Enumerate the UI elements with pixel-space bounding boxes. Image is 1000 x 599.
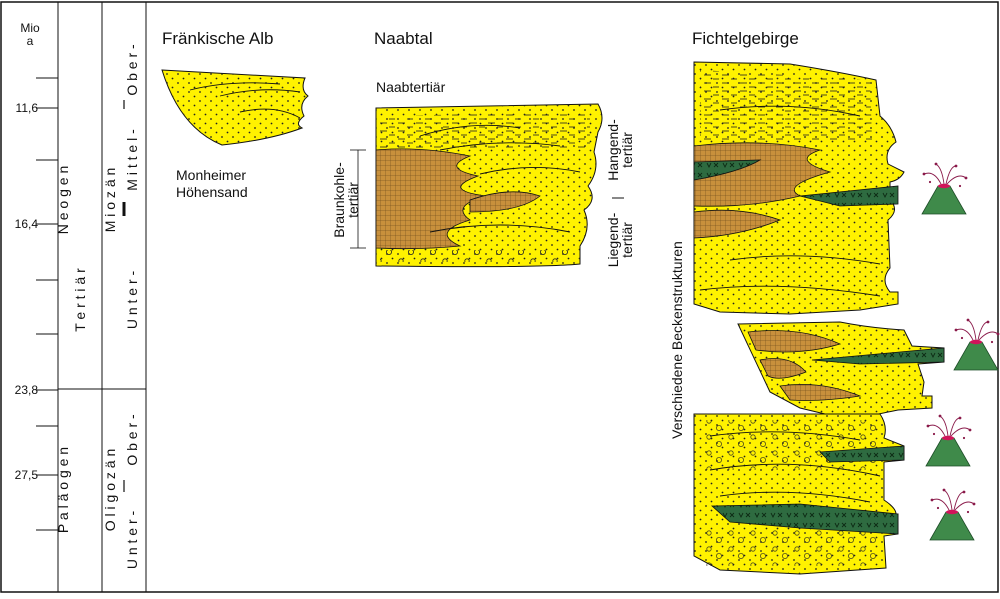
axis-tick-label: 16,4 [15,217,39,231]
epoch-palaeogen-label: P a l ä o g e n [55,447,71,533]
volcano-icon [954,319,999,370]
fraenkische-alb-title: Fränkische Alb [162,29,274,48]
epoch-neogen-label: N e o g e n [55,166,71,235]
fichtelgebirge-title: Fichtelgebirge [692,29,799,48]
stage-mio-unter-label: U n t e r - [124,270,140,329]
volcano-icon [922,163,967,214]
naabtal-subtitle: Naabtertiär [376,79,446,95]
axis-unit-bottom: a [27,34,34,48]
monheim-label-line2: Höhensand [176,184,248,200]
braunkohle-label-line2: tertiär [345,182,361,218]
hangend-label-line2: tertiär [619,132,635,168]
naabtal-title: Naabtal [374,29,433,48]
volcano-icon [926,415,971,466]
stage-oli-unter-label: U n t e r - [124,510,140,569]
basin-label: Verschiedene Beckenstrukturen [669,241,685,439]
period-label: T e r t i ä r [72,268,88,332]
stage-oli-ober-label: O b e r - [124,414,140,466]
axis-tick-label: 23,8 [15,383,39,397]
series-oligozaen-label: O l i g o z ä n [102,449,118,531]
axis-tick-label: 27,5 [15,468,39,482]
stage-mio-ober-label: O b e r - [124,44,140,96]
axis-tick-label: 11,6 [16,101,39,115]
monheim-label-line1: Monheimer [176,167,246,183]
volcano-icon [930,489,975,540]
region-fraenkische-alb: Fränkische Alb Monheimer Höhensand [162,29,308,200]
region-fichtelgebirge: Fichtelgebirge Verschiedene Beckenstrukt… [669,29,999,574]
stage-mio-mittel-label: M i t t e l - [124,129,140,191]
region-naabtal: Naabtal Naabtertiär Braunkohle- tertiär … [331,29,635,267]
stratigraphic-table: Mio a 11,6 16,4 23,8 27,5 T e r t i ä r … [15,2,146,592]
series-miozaen-label: M i o z ä n [102,168,118,233]
liegend-label-line2: tertiär [619,222,635,258]
axis-unit-top: Mio [20,21,40,35]
